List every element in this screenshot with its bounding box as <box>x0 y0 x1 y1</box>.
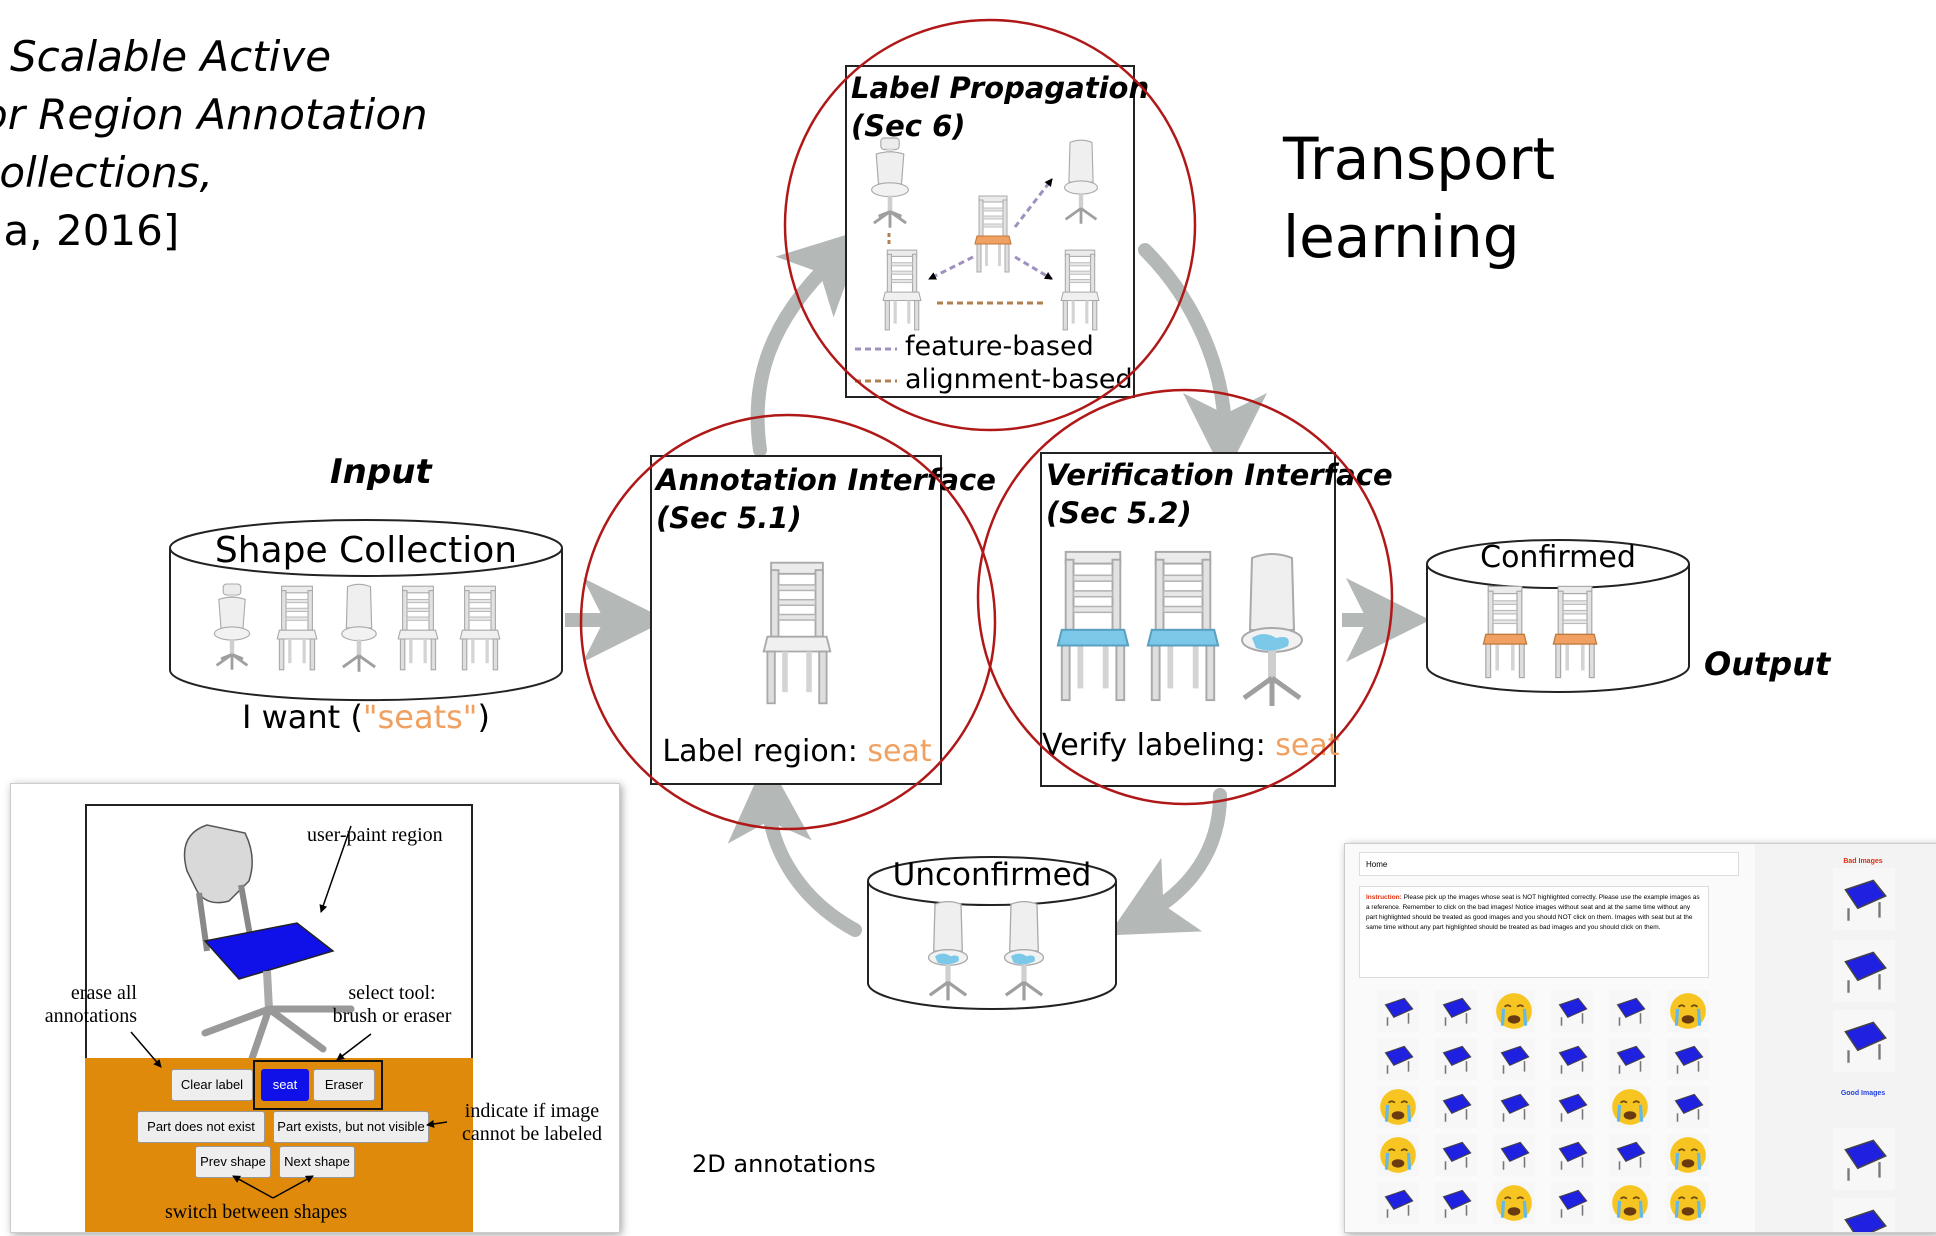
verification-interface-title: Verification Interface <box>1046 458 1393 492</box>
instruction-label: Instruction: <box>1366 894 1402 901</box>
callout-erase-all: erase all annotations <box>17 982 137 1028</box>
label-propagation-title: Label Propagation <box>851 71 1150 105</box>
annotation-caption-prefix: Label region: <box>662 734 868 769</box>
arrow-annotation-to-propagation <box>750 229 866 457</box>
office-chair-paint-illustration <box>183 824 355 1077</box>
input-heading: Input <box>330 452 432 492</box>
arrow-propagation-to-verification <box>1138 243 1267 477</box>
seat-tool-button[interactable]: seat <box>261 1069 309 1101</box>
annotation-caption: Label region: seat <box>652 734 942 769</box>
propagation-illustration <box>855 137 1100 383</box>
paint-canvas[interactable]: user-paint region <box>85 804 473 1082</box>
label-propagation-sec: (Sec 6) <box>851 109 966 143</box>
annotation-interface-sec: (Sec 5.1) <box>656 501 802 535</box>
want-seats-word: "seats" <box>362 698 478 736</box>
verify-nav-bar: Home <box>1359 852 1739 876</box>
transport-line-1: Transport <box>1283 125 1556 193</box>
output-heading: Output <box>1704 645 1831 683</box>
arrow-verification-to-unconfirmed <box>1108 788 1227 936</box>
callout-indicate: indicate if image cannot be labeled <box>447 1100 617 1146</box>
image-grid <box>1369 986 1729 1232</box>
verification-interface-box: Verification Interface (Sec 5.2) Verify … <box>1040 452 1393 787</box>
unconfirmed-cylinder <box>867 856 1117 1010</box>
legend-feature-based: feature-based <box>905 331 1094 362</box>
tool-selector-frame <box>253 1060 383 1110</box>
caption-2d-annotations: 2D annotations <box>692 1150 876 1178</box>
clear-label-button[interactable]: Clear label <box>171 1069 253 1101</box>
citation-line-2: or Region Annotation <box>0 90 428 139</box>
callout-erase-line-1: erase all <box>70 982 137 1004</box>
citation-line-1: Scalable Active <box>10 32 332 81</box>
image-grid-svg <box>1377 990 1709 1224</box>
annotation-interface-box: Annotation Interface (Sec 5.1) Label reg… <box>650 455 996 785</box>
callout-select-line-1: select tool: <box>348 982 436 1004</box>
bad-images-heading: Bad Images <box>1843 858 1883 865</box>
verify-instruction-box: Instruction: Please pick up the images w… <box>1359 886 1709 978</box>
next-shape-button[interactable]: Next shape <box>279 1146 355 1178</box>
annotation-caption-seat: seat <box>867 734 932 769</box>
citation-line-4: sia, 2016] <box>0 206 180 255</box>
arrow-unconfirmed-to-annotation <box>727 758 862 937</box>
shape-collection-title: Shape Collection <box>214 530 518 571</box>
circle-annotation-interface <box>579 413 997 831</box>
circle-label-propagation <box>783 18 1197 432</box>
good-images-heading: Good Images <box>1840 1090 1886 1097</box>
annotation-callout-arrows <box>130 825 448 1199</box>
prev-shape-button[interactable]: Prev shape <box>195 1146 271 1178</box>
callout-switch-shapes: switch between shapes <box>165 1201 348 1223</box>
circle-verification-interface <box>976 388 1394 806</box>
legend-alignment-based: alignment-based <box>905 364 1133 395</box>
part-exists-not-visible-button[interactable]: Part exists, but not visible <box>273 1111 429 1143</box>
callout-indicate-line-2: cannot be labeled <box>462 1123 602 1145</box>
want-suffix: ) <box>477 698 490 736</box>
verification-caption-prefix: Verify labeling: <box>1042 728 1276 763</box>
callout-select-tool: select tool: brush or eraser <box>317 982 467 1028</box>
confirmed-title: Confirmed <box>1480 540 1636 575</box>
feature-arrow-2 <box>928 255 974 281</box>
callout-user-paint: user-paint region <box>307 824 443 846</box>
callout-select-line-2: brush or eraser <box>332 1005 452 1027</box>
confirmed-cylinder <box>1426 539 1690 693</box>
citation-line-3: Collections, <box>0 148 213 197</box>
verification-caption: Verify labeling: seat <box>1042 728 1339 763</box>
home-link[interactable]: Home <box>1366 860 1388 869</box>
callout-erase-line-2: annotations <box>44 1005 137 1027</box>
transport-learning-label: Transport learning <box>1283 120 1555 276</box>
example-images-column <box>1833 868 1895 1232</box>
citation-text: Scalable Active or Region Annotation Col… <box>0 28 428 260</box>
callout-indicate-line-1: indicate if image <box>464 1100 600 1122</box>
annotation-ui-panel: user-paint region Clear label seat Erase… <box>10 783 620 1233</box>
shape-collection-cylinder <box>169 519 563 702</box>
want-prefix: I want ( <box>242 698 363 736</box>
feature-arrow-1 <box>1013 178 1054 228</box>
verification-ui-panel: Home Instruction: Please pick up the ima… <box>1344 843 1936 1233</box>
unconfirmed-title: Unconfirmed <box>892 857 1092 893</box>
part-does-not-exist-button[interactable]: Part does not exist <box>137 1111 265 1143</box>
instruction-text: Please pick up the images whose seat is … <box>1366 894 1700 931</box>
eraser-tool-button[interactable]: Eraser <box>313 1069 375 1101</box>
label-propagation-box: Label Propagation (Sec 6) feature-based … <box>845 65 1150 398</box>
verification-interface-sec: (Sec 5.2) <box>1046 496 1192 530</box>
transport-line-2: learning <box>1283 203 1520 271</box>
input-want-caption: I want ("seats") <box>168 698 564 736</box>
